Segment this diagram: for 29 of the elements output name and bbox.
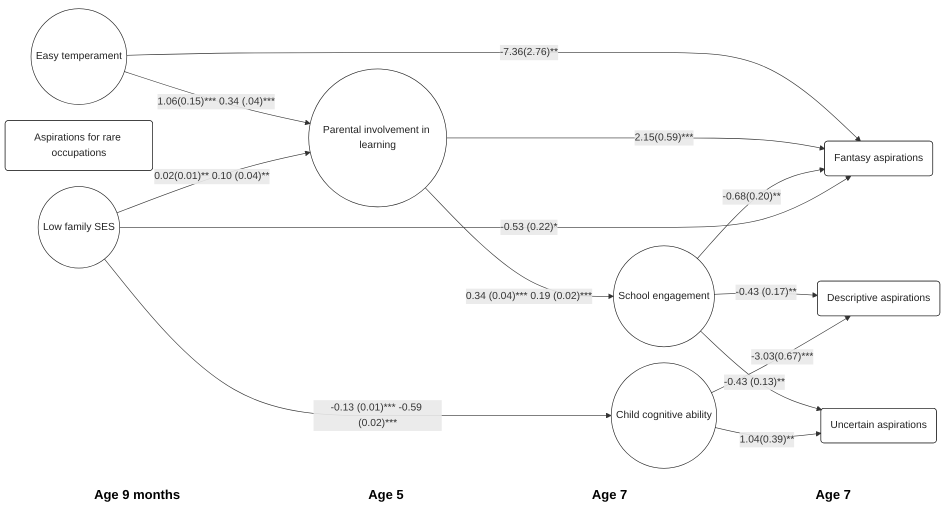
edge-label: 0.34 (0.04)*** 0.19 (0.02)*** [466, 290, 592, 302]
node-circle: School engagement [613, 246, 715, 348]
node-circle: Child cognitive ability [610, 362, 718, 469]
edge-label: -3.03(0.67)*** [751, 351, 814, 362]
edge-label: -0.43 (0.13)** [724, 376, 785, 388]
arrow [424, 187, 614, 300]
edge-label: -7.36(2.76)** [500, 46, 558, 58]
age-label: Age 5 [368, 486, 404, 502]
arrow [104, 258, 612, 418]
age-label: Age 7 [592, 486, 628, 502]
arrow [119, 176, 852, 228]
age-label: Age 7 [815, 486, 851, 502]
arrow [697, 167, 826, 259]
edge-label: 1.06(0.15)*** 0.34 (.04)*** [157, 96, 275, 107]
node-circle: Parental involvement in learning [308, 68, 447, 208]
edge-label: 1.04(0.39)** [740, 434, 794, 445]
arrow [126, 52, 861, 142]
node-circle: Low family SES [38, 186, 120, 268]
arrow [124, 71, 310, 126]
edge-label: -0.13 (0.01)*** -0.59 (0.02)*** [330, 402, 422, 428]
arrow [116, 150, 310, 214]
node-circle: Easy temperament [30, 8, 128, 105]
edge-label: 0.02(0.01)** 0.10 (0.04)** [154, 170, 270, 182]
age-label: Age 9 months [94, 486, 180, 502]
edge-label: -0.53 (0.22)* [500, 222, 558, 232]
edge-label: 2.15(0.59)*** [634, 132, 694, 144]
arrow [700, 330, 822, 412]
edge-label: -0.43 (0.17)** [736, 286, 797, 298]
edge-label: -0.68(0.20)** [722, 191, 781, 202]
